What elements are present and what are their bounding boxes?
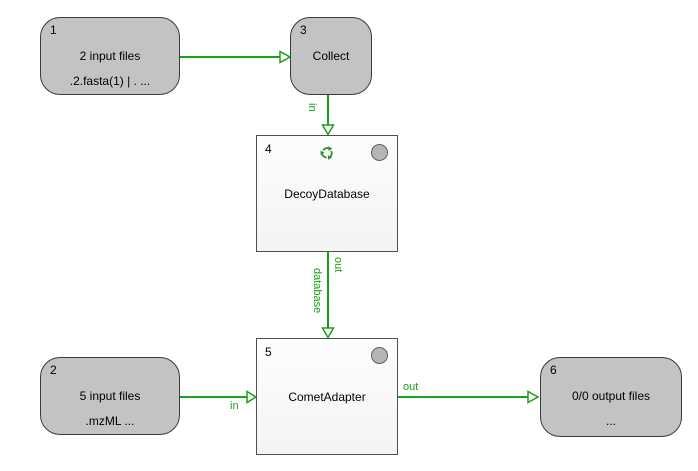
- node-subtitle: .mzML ...: [85, 414, 135, 428]
- edge-label-in-comet: in: [230, 400, 239, 412]
- node-input-files-1[interactable]: 1 2 input files .2.fasta(1) | . ...: [40, 17, 180, 95]
- edge-decoy-to-comet[interactable]: [321, 252, 335, 339]
- node-number: 5: [265, 345, 272, 359]
- status-circle: [371, 144, 388, 161]
- node-title: 5 input files: [79, 389, 141, 403]
- recycle-icon: [319, 145, 335, 161]
- node-collect[interactable]: 3 Collect: [290, 17, 372, 95]
- edge-label-out-comet: out: [403, 381, 419, 393]
- edge-label-out-decoy: out: [332, 257, 344, 273]
- edge-input2-to-comet[interactable]: [180, 390, 258, 404]
- node-title: CometAdapter: [288, 389, 366, 404]
- node-cometadapter[interactable]: 5 CometAdapter: [256, 338, 398, 455]
- node-subtitle: .2.fasta(1) | . ...: [69, 74, 151, 88]
- edge-input1-to-collect[interactable]: [180, 50, 292, 64]
- edge-collect-to-decoy[interactable]: [321, 95, 335, 136]
- edge-label-database-comet: database: [311, 268, 323, 314]
- status-circle: [371, 347, 388, 364]
- edge-label-in-collect-decoy: in: [306, 103, 318, 112]
- node-title: Collect: [312, 49, 350, 63]
- node-number: 3: [300, 23, 307, 37]
- node-input-files-2[interactable]: 2 5 input files .mzML ...: [40, 357, 180, 435]
- node-decoydatabase[interactable]: 4 Dec: [256, 135, 398, 252]
- node-subtitle: ...: [605, 414, 616, 428]
- node-number: 1: [50, 23, 57, 37]
- node-output-files[interactable]: 6 0/0 output files ...: [540, 357, 682, 437]
- node-title: 0/0 output files: [571, 389, 651, 403]
- node-title: 2 input files: [79, 49, 141, 63]
- node-number: 2: [50, 363, 57, 377]
- node-title: DecoyDatabase: [284, 186, 370, 201]
- node-number: 6: [550, 363, 557, 377]
- edge-comet-to-output[interactable]: [398, 390, 540, 404]
- node-number: 4: [265, 142, 272, 156]
